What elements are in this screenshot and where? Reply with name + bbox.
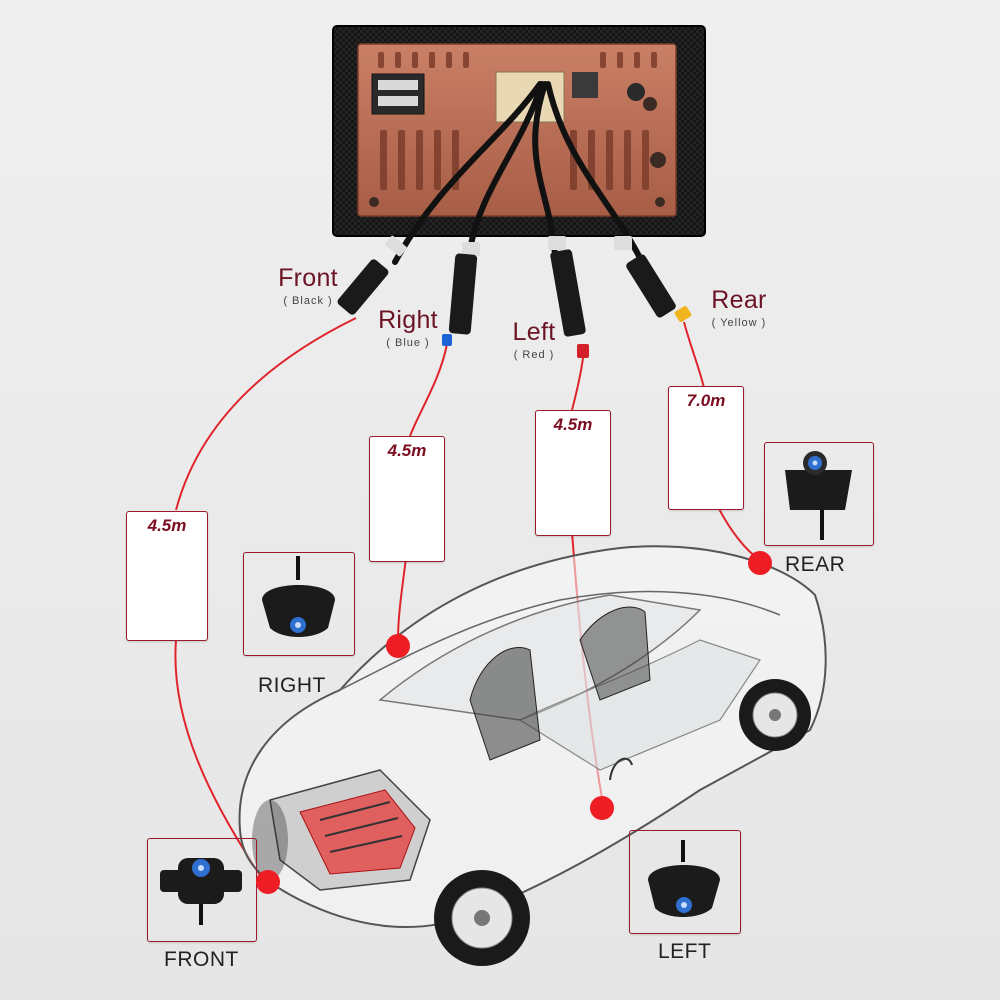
front-camera-caption: FRONT <box>164 948 239 971</box>
right-cable-name: Right <box>378 306 438 334</box>
rear-cable-name: Rear <box>711 286 767 314</box>
rear-camera-caption: REAR <box>785 553 846 576</box>
left-camera-icon <box>648 840 720 917</box>
left-cable-length: 4.5m <box>553 415 593 434</box>
right-camera-caption: RIGHT <box>258 674 326 697</box>
left-mount-dot <box>590 796 614 820</box>
right-cable-tip <box>442 334 452 346</box>
front-camera-box <box>147 838 257 942</box>
right-camera-icon <box>262 556 335 637</box>
rear-cable-tip <box>674 305 692 323</box>
rear-camera-box <box>764 442 874 546</box>
left-camera-caption: LEFT <box>658 940 712 963</box>
right-cable-color: ( Blue ) <box>386 337 430 349</box>
right-cable-length-box: 4.5m <box>369 436 445 562</box>
left-cable-label: Left ( Red ) <box>494 320 574 361</box>
front-cable-name: Front <box>278 264 338 292</box>
left-cable-name: Left <box>512 318 556 346</box>
rear-cable-label: Rear ( Yellow ) <box>694 288 784 329</box>
rear-cable-length-box: 7.0m <box>668 386 744 510</box>
right-mount-dot <box>386 634 410 658</box>
rear-mount-dot <box>748 551 772 575</box>
front-cable-color: ( Black ) <box>283 295 333 307</box>
harness-plugs <box>337 235 676 337</box>
front-cable-length-box: 4.5m <box>126 511 208 641</box>
front-camera-icon <box>160 858 242 925</box>
left-cable-color: ( Red ) <box>513 349 555 361</box>
left-cable-tip <box>577 344 589 358</box>
rear-cable-length: 7.0m <box>686 391 726 410</box>
left-cable-length-box: 4.5m <box>535 410 611 536</box>
right-cable-length: 4.5m <box>387 441 427 460</box>
rear-cable-color: ( Yellow ) <box>711 317 767 329</box>
car-illustration <box>238 545 827 966</box>
front-cable-label: Front ( Black ) <box>268 266 348 307</box>
front-mount-dot <box>256 870 280 894</box>
right-cable-label: Right ( Blue ) <box>368 308 448 349</box>
right-camera-box <box>243 552 355 656</box>
front-cable-length: 4.5m <box>147 516 187 535</box>
rear-camera-icon <box>785 451 852 540</box>
left-camera-box <box>629 830 741 934</box>
